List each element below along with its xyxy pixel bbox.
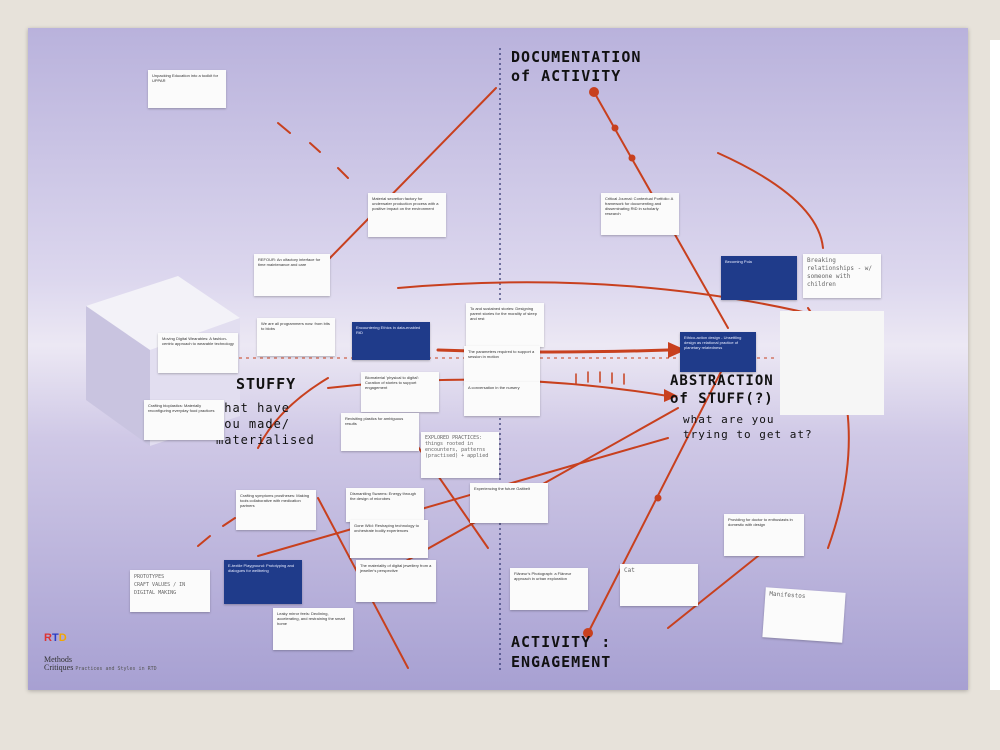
poster-credit: Methods Critiques Practices and Styles i… [44, 655, 157, 673]
ink-dot [628, 154, 636, 162]
ink-dot [583, 628, 593, 638]
blank-paper-sheet [780, 311, 884, 415]
sticky-note: Unpacking Education into a toolkit for U… [148, 70, 226, 108]
sticky-note-handwritten: PROTOTYPES CRAFT VALUES / IN DIGITAL MAK… [130, 570, 210, 612]
adjacent-poster-edge [990, 40, 1000, 690]
sticky-note: Experiencing the future Gaitbelt [470, 483, 548, 523]
ink-dot [589, 87, 599, 97]
ink-line-upper-left [327, 87, 497, 261]
sticky-note: Revisiting plastics for ambiguous result… [341, 413, 419, 451]
sticky-note: A conversation in the nursery [464, 382, 540, 416]
sticky-note: Material secretion factory for underwate… [368, 193, 446, 237]
sticky-note: Critical Journal: Contextual Portfolio: … [601, 193, 679, 235]
ink-line-cross-2 [257, 437, 669, 557]
question-abstraction: what are you trying to get at? [683, 413, 813, 441]
heading-documentation: DOCUMENTATION of ACTIVITY [511, 48, 642, 85]
red-ink-lines [197, 87, 850, 669]
sticky-note: Gone Wild: Reshaping technology to orche… [350, 520, 428, 558]
ink-dot [611, 124, 619, 132]
sticky-note: Biomaterial 'physical to digital': Curat… [361, 372, 439, 412]
poster-drawing-layer [86, 48, 884, 673]
heading-activity-engagement: ACTIVITY : ENGAGEMENT [511, 633, 612, 671]
question-stuffy: what have you made/ materialised [216, 401, 315, 447]
sticky-note: The parameters required to support a ses… [464, 346, 540, 384]
sticky-note: REFOUR: An olfactory interface for time … [254, 254, 330, 296]
sticky-note-dark: E-textile Playground: Prototyping and di… [224, 560, 302, 604]
sticky-note-handwritten: Breaking relationships - w/ someone with… [803, 254, 881, 298]
sticky-note: Flâneur's Photograph: a Flâneur approach… [510, 568, 588, 610]
rtd-logo: RTD [44, 632, 67, 644]
heading-stuffy: STUFFY [236, 375, 297, 393]
sticky-note: Crafting bioplastics: Materially reconfi… [144, 400, 224, 440]
sticky-note-handwritten: Manifestos [762, 587, 846, 643]
sticky-note: The materiality of digital jewellery fro… [356, 560, 436, 602]
sticky-note: Dismantling Swarms: Energy through the d… [346, 488, 424, 522]
sticky-note: Moving Digital Wearables: A fashion-cent… [158, 333, 238, 373]
sticky-note: To and sustained stories: Designing pare… [466, 303, 544, 347]
sticky-note: Providing for doctor to enthusiasts in d… [724, 514, 804, 556]
ink-ticks [575, 371, 625, 385]
sticky-note-dark: Ethico-action design - Unsettling design… [680, 332, 756, 372]
ink-dot [654, 494, 662, 502]
sticky-note: Crafting symptoms prostheses: Making too… [236, 490, 316, 530]
sticky-note-handwritten: Cat [620, 564, 698, 606]
ink-curve-left [257, 377, 329, 449]
ink-curve-wide [397, 281, 829, 319]
ink-curve-far-right [717, 152, 824, 249]
ink-line-dash [277, 122, 349, 179]
sticky-note-handwritten: EXPLORED PRACTICES: things rooted in enc… [421, 432, 499, 478]
heading-abstraction: ABSTRACTION of STUFF(?) [670, 373, 774, 407]
poster: DOCUMENTATION of ACTIVITY ACTIVITY : ENG… [28, 28, 968, 690]
ink-line-bottom-right [667, 547, 769, 629]
sticky-note-dark: Encountering Ethics in data-enabled RtD [352, 322, 430, 360]
sticky-note-dark: Becoming Pola [721, 256, 797, 300]
sticky-note: Leaky mirror feels: Declining, accelerat… [273, 608, 353, 650]
sticky-note: We are all programmers now: from bits to… [257, 318, 335, 356]
